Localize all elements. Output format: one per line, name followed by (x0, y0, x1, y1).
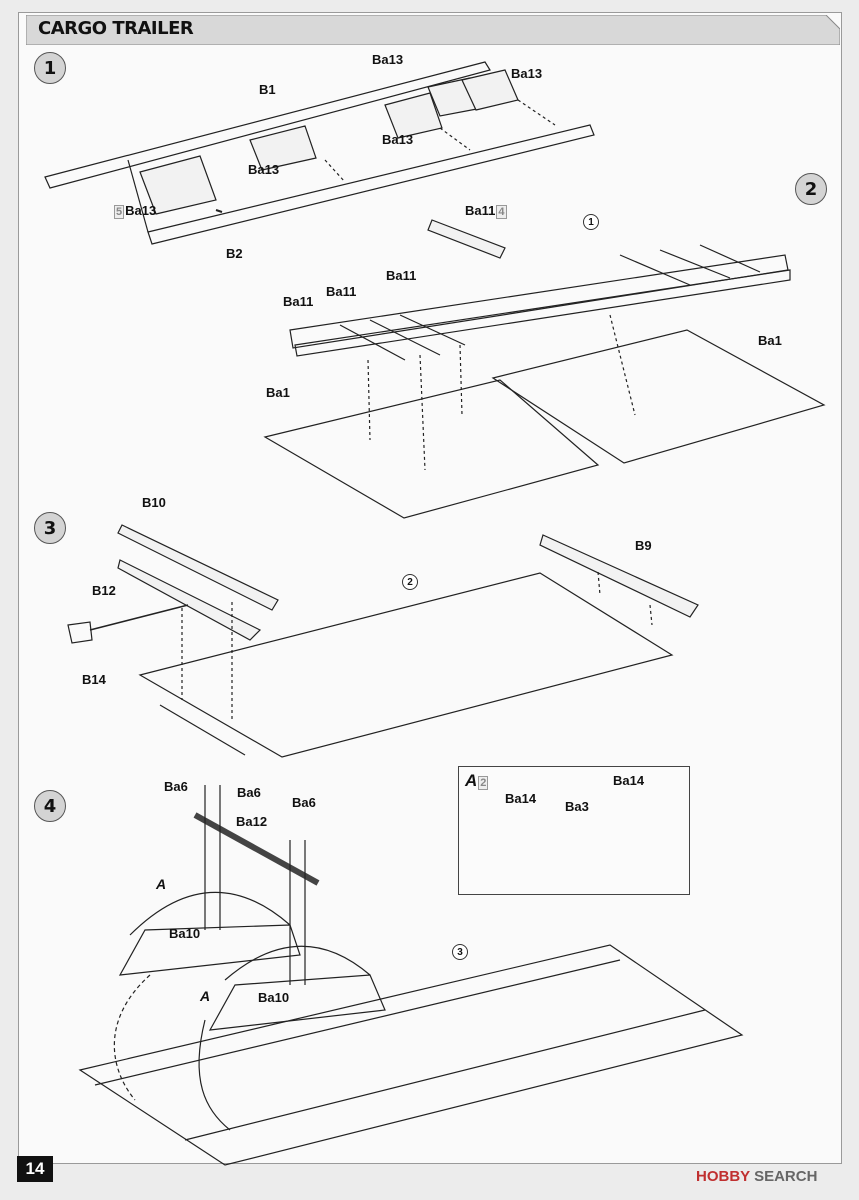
part-label: B12 (92, 583, 116, 598)
part-label: Ba11 (283, 294, 314, 309)
part-label: Ba13 (511, 66, 543, 81)
watermark: HOBBY SEARCH (696, 1168, 817, 1185)
part-label: Ba6 (292, 795, 316, 810)
step2-frame-drawing (263, 219, 826, 519)
part-label-text: Ba13 (125, 203, 157, 218)
part-label: Ba14 (505, 791, 537, 806)
part-label: B10 (142, 495, 166, 510)
subassembly-letter: A (200, 988, 211, 1004)
part-label: Ba11 (386, 268, 417, 283)
part-label: Ba3 (565, 799, 589, 814)
part-label: Ba12 (236, 814, 268, 829)
page-title: CARGO TRAILER (38, 18, 194, 39)
part-label: Ba6 (237, 785, 261, 800)
sprue-ref-box: 4 (496, 205, 507, 219)
step-number-1: 1 (34, 52, 66, 84)
subassembly-ref: 1 (583, 214, 599, 230)
part-label: Ba10 (258, 990, 290, 1005)
part-label: B1 (259, 82, 276, 97)
subassembly-ref: 3 (452, 944, 468, 960)
part-label: Ba13 (382, 132, 414, 147)
part-label: B14 (82, 672, 106, 687)
part-label: Ba13 (372, 52, 404, 67)
title-bar-shape (26, 15, 840, 45)
watermark-suffix: SEARCH (754, 1168, 818, 1185)
part-label: Ba6 (164, 779, 188, 794)
step-number-3: 3 (34, 512, 66, 544)
step-number-2: 2 (795, 173, 827, 205)
part-label: Ba10 (169, 926, 201, 941)
part-label: Ba13 (248, 162, 280, 177)
part-label: Ba14 (613, 773, 645, 788)
subassembly-ref: 2 (402, 574, 418, 590)
part-label: B9 (635, 538, 652, 553)
part-label: Ba1 (758, 333, 782, 348)
sprue-ref-box: 2 (478, 776, 489, 790)
part-label-text: Ba11 (465, 203, 496, 218)
subassembly-letter: A (156, 876, 167, 892)
inset-title: A (465, 771, 478, 790)
watermark-brand: HOBBY (696, 1168, 750, 1185)
step-number-4: 4 (34, 790, 66, 822)
part-label: Ba1 (266, 385, 290, 400)
page-number: 14 (17, 1156, 53, 1182)
part-label: B2 (226, 246, 243, 261)
step1-frame-drawing (44, 61, 595, 245)
title-bar: CARGO TRAILER (26, 15, 840, 45)
step3-bed-drawing (67, 524, 699, 758)
step4-suspension-drawing (78, 785, 744, 1166)
sprue-ref-box: 5 (114, 205, 125, 219)
part-label: Ba11 (326, 284, 357, 299)
